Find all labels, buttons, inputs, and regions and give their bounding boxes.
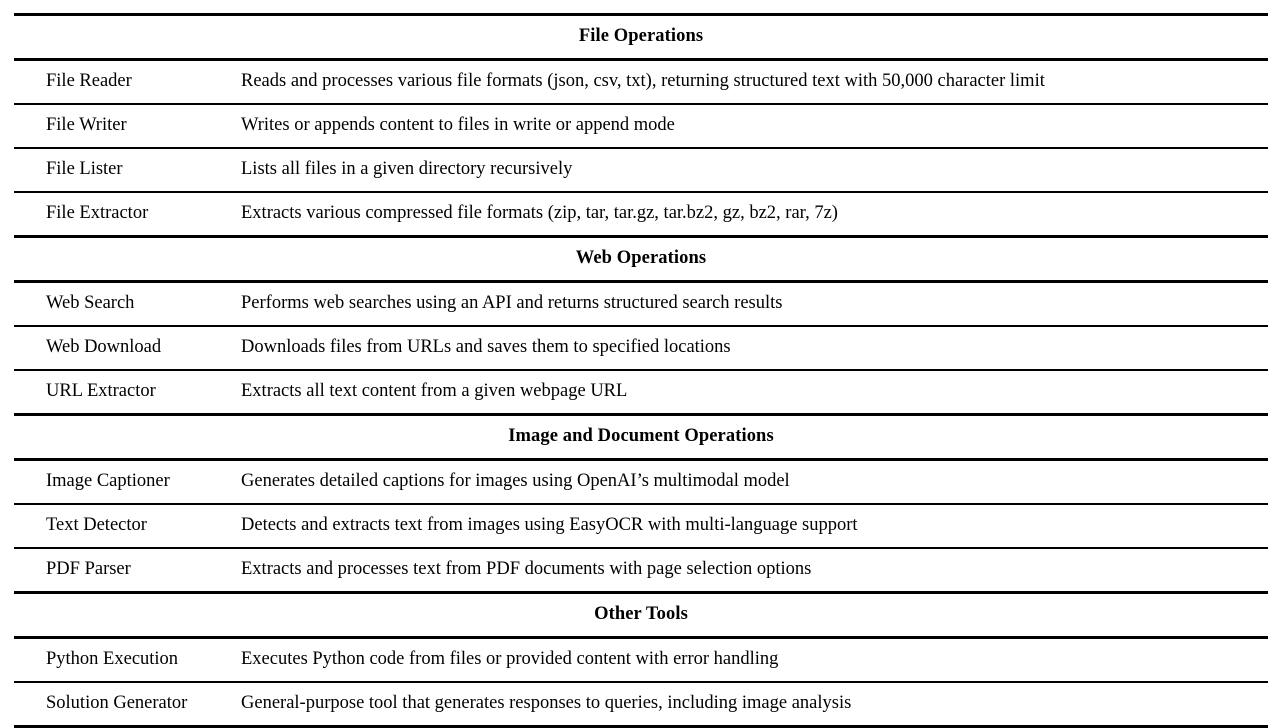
tool-description-cell: Performs web searches using an API and r… xyxy=(236,283,1268,326)
tool-name-cell: Python Execution xyxy=(14,639,236,682)
section-heading: Web Operations xyxy=(14,238,1268,282)
tool-name-cell: PDF Parser xyxy=(14,549,236,593)
section-header-row: File Operations xyxy=(14,16,1268,60)
tool-name-cell: Solution Generator xyxy=(14,683,236,727)
tool-description-cell: Reads and processes various file formats… xyxy=(236,61,1268,104)
tool-description-cell: Extracts various compressed file formats… xyxy=(236,193,1268,237)
tool-name-cell: File Writer xyxy=(14,105,236,148)
section-header-row: Image and Document Operations xyxy=(14,416,1268,460)
tool-name-cell: URL Extractor xyxy=(14,371,236,415)
tool-description-cell: Downloads files from URLs and saves them… xyxy=(236,327,1268,370)
section-header-row: Other Tools xyxy=(14,594,1268,638)
tool-description-cell: Generates detailed captions for images u… xyxy=(236,461,1268,504)
tool-name-cell: Web Download xyxy=(14,327,236,370)
tool-name-cell: Image Captioner xyxy=(14,461,236,504)
tool-description-cell: Executes Python code from files or provi… xyxy=(236,639,1268,682)
tool-name-cell: File Reader xyxy=(14,61,236,104)
tool-description-cell: Extracts and processes text from PDF doc… xyxy=(236,549,1268,593)
tool-name-cell: File Lister xyxy=(14,149,236,192)
tool-name-cell: File Extractor xyxy=(14,193,236,237)
tool-description-cell: Writes or appends content to files in wr… xyxy=(236,105,1268,148)
tool-description-cell: Detects and extracts text from images us… xyxy=(236,505,1268,548)
tool-description-cell: Lists all files in a given directory rec… xyxy=(236,149,1268,192)
tool-description-cell: Extracts all text content from a given w… xyxy=(236,371,1268,415)
tool-name-cell: Text Detector xyxy=(14,505,236,548)
section-heading: Image and Document Operations xyxy=(14,416,1268,460)
section-header-row: Web Operations xyxy=(14,238,1268,282)
section-heading: Other Tools xyxy=(14,594,1268,638)
tool-name-cell: Web Search xyxy=(14,283,236,326)
section-heading: File Operations xyxy=(14,16,1268,60)
tool-description-cell: General-purpose tool that generates resp… xyxy=(236,683,1268,727)
